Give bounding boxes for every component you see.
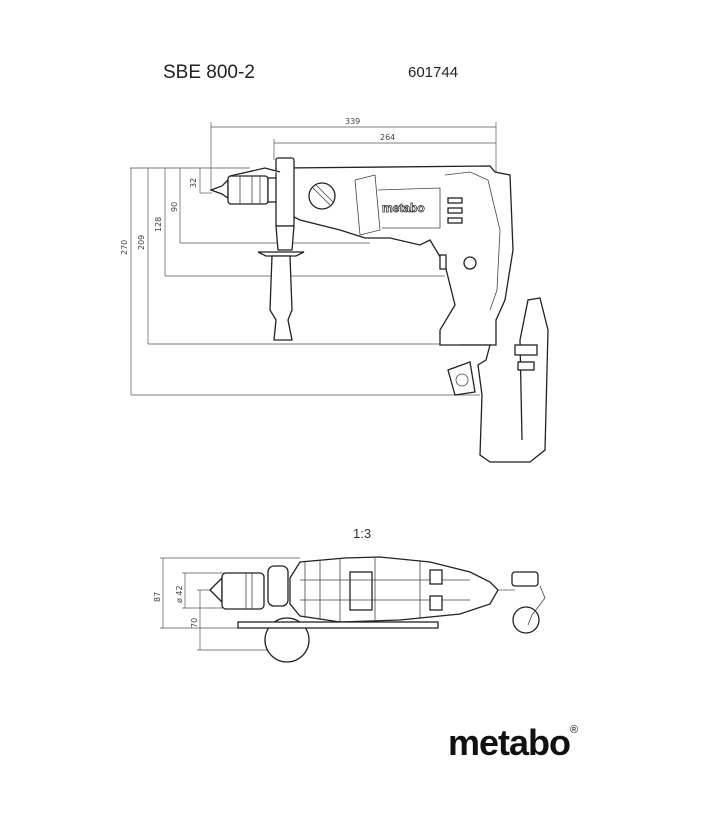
dim-32: 32 [189,178,198,188]
dim-128: 128 [154,217,163,232]
plug-top [511,571,539,587]
lock-button [463,256,477,270]
dim-270: 270 [120,240,129,255]
dim-90: 90 [170,202,179,212]
chuck-top [221,572,265,610]
housing-top [289,556,499,623]
dim-209: 209 [137,235,146,250]
brand-logo: metabo® [448,722,578,764]
article-number: 601744 [408,64,459,81]
scale-label: 1:3 [353,526,372,541]
depth-gauge-handle [264,617,310,663]
side-handle [269,255,293,341]
dim-70: 70 [190,618,199,628]
top-dimensions: 87 ø 42 70 [153,557,300,651]
dim-339: 339 [345,117,360,126]
cord-clip [447,361,476,396]
model-title: SBE 800-2 [163,62,255,83]
housing-logo: metabo [382,201,425,215]
drill-side-view: metabo [209,157,549,463]
dim-diameter-42: ø 42 [175,585,184,603]
plug [514,344,538,356]
trigger [439,254,447,270]
chuck [227,175,269,205]
drill-top-view [209,556,546,663]
side-dimensions: 339 264 270 209 128 90 32 [120,117,497,396]
mode-selector [308,182,336,210]
registered-mark: ® [570,724,578,736]
dim-264: 264 [380,133,395,142]
dim-87: 87 [153,592,162,602]
brand-name: metabo [448,722,571,763]
depth-stop-rod [237,621,439,629]
power-cord [460,297,549,463]
side-handle-collar [275,157,295,227]
